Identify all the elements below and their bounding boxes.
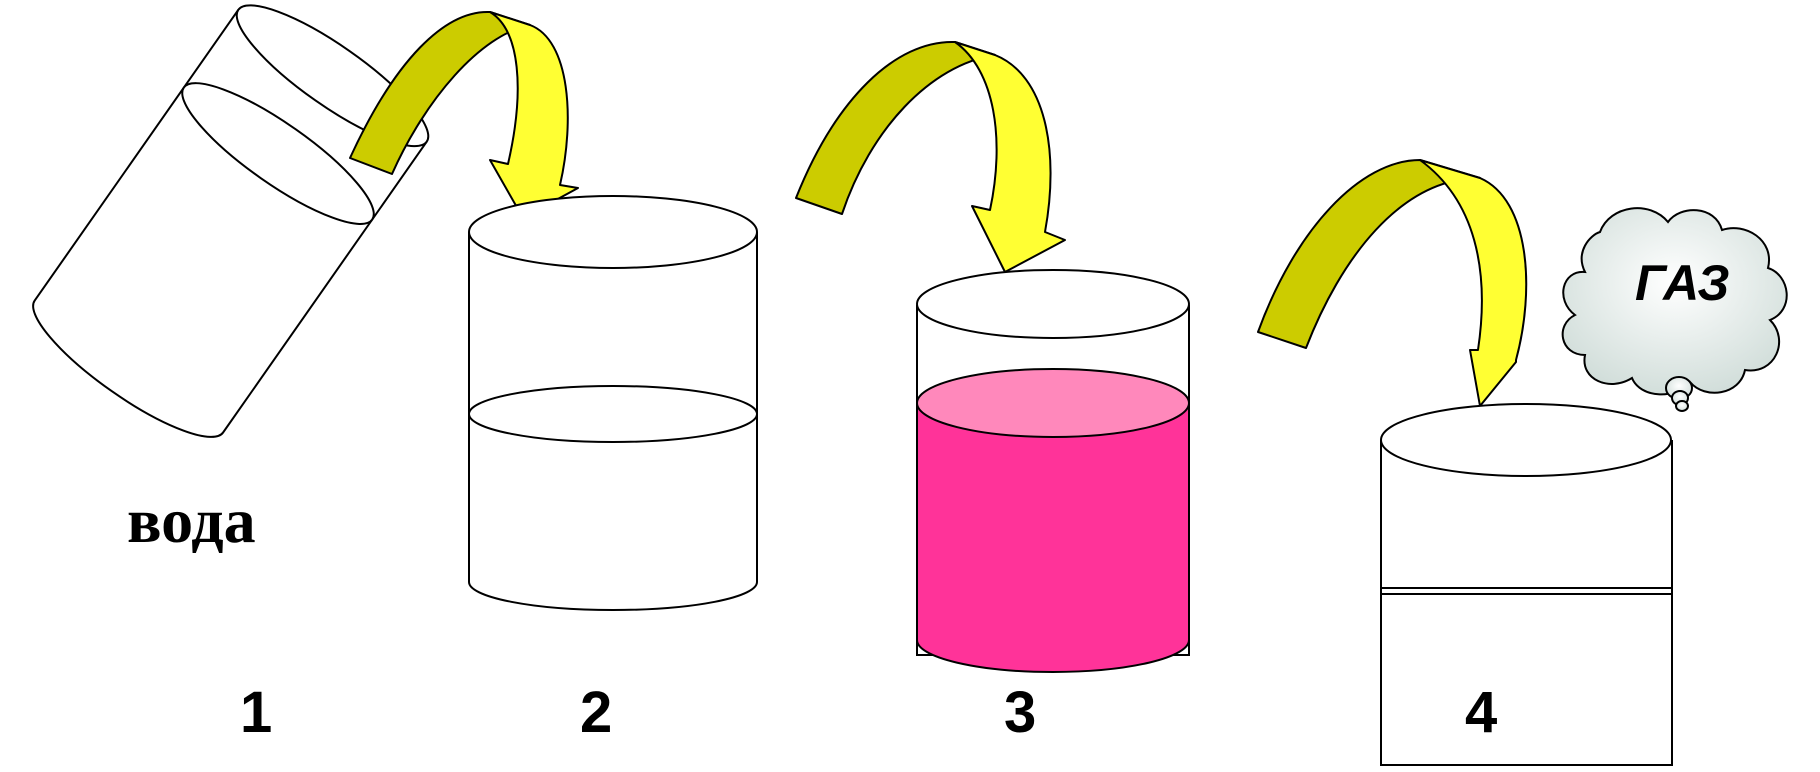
vessel-3-rim [916,269,1190,339]
vessel-2-cylinder-water [468,195,758,611]
vessel-4-cylinder [1380,403,1673,766]
water-label: вода [127,485,256,556]
gas-cloud [1561,207,1788,412]
vessel-4-rim [1380,403,1672,477]
step-number-4: 4 [1465,680,1497,745]
vessel-3-liquid [916,402,1190,673]
gas-bubble-3 [1675,400,1689,412]
pour-arrow-1 [349,10,579,219]
pour-arrow-2 [795,40,1066,273]
vessel-3-cylinder-pink [916,269,1190,673]
pour-arrow-3 [1257,159,1528,407]
gas-label: ГАЗ [1635,255,1729,311]
step-number-3: 3 [1004,680,1036,745]
step-number-2: 2 [580,680,612,745]
vessel-2-rim [468,195,758,269]
vessel-2-liquid-surface [468,385,758,443]
step-number-1: 1 [240,680,272,745]
vessel-1-tilted-cylinder [32,4,430,438]
vessel-3-liquid-surface [916,368,1190,438]
